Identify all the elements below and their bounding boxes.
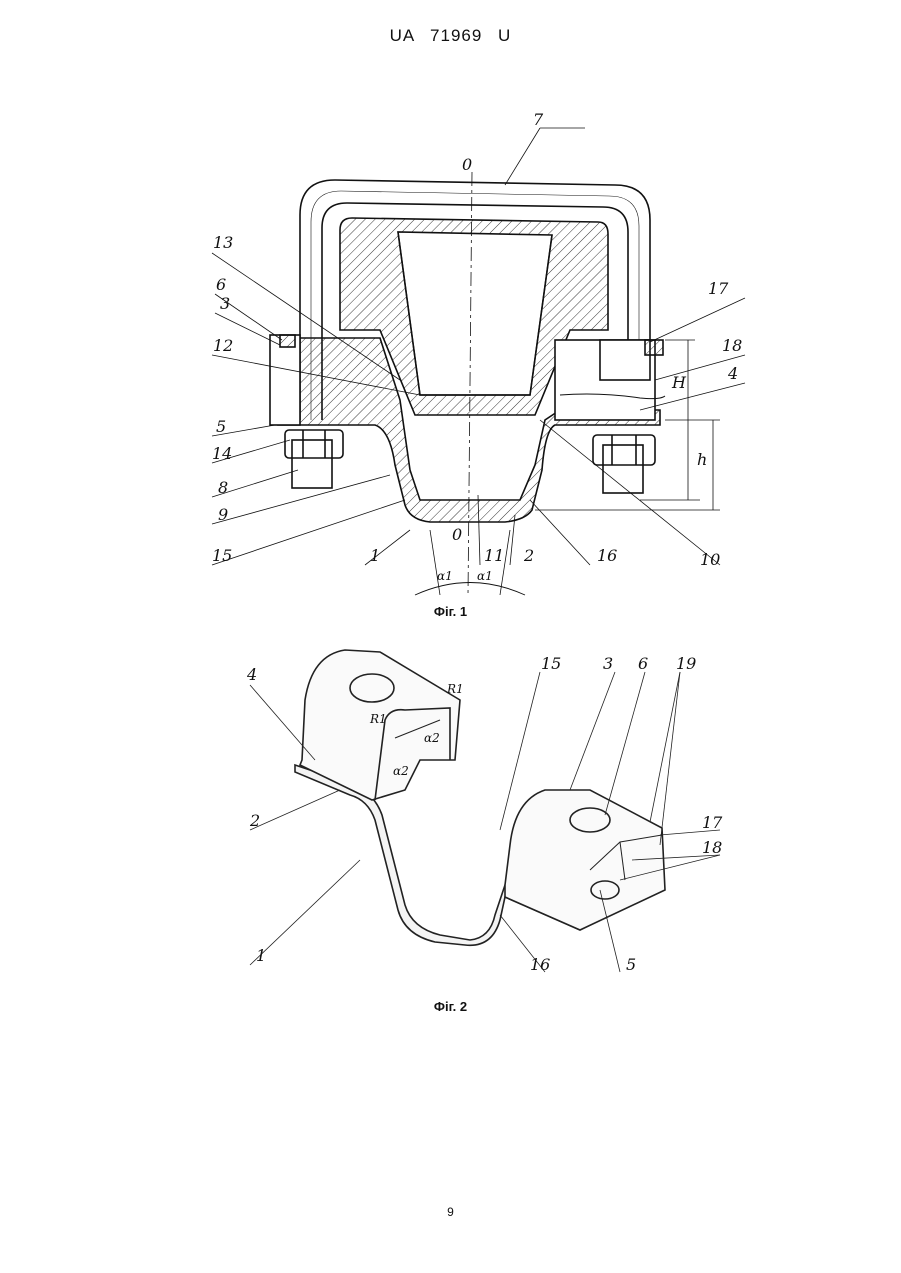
fig1-label-6: 6 bbox=[216, 275, 226, 294]
fig2-label-2: 2 bbox=[249, 811, 260, 830]
fig2-label-17: 17 bbox=[702, 813, 723, 832]
fig1-label-18: 18 bbox=[722, 336, 742, 355]
fig1-label-15: 15 bbox=[212, 546, 232, 565]
fig2-label-alpha2-top: α2 bbox=[424, 731, 440, 745]
fig1-label-alpha1-left: α1 bbox=[437, 569, 453, 583]
fig1-label-2: 2 bbox=[523, 546, 534, 565]
fig1-label-12: 12 bbox=[213, 336, 233, 355]
figure-1-drawing: 7 0 13 6 3 12 5 14 8 9 15 1 0 11 2 16 10… bbox=[0, 100, 901, 600]
figure-2-drawing: 4 2 1 R1 R1 α2 α2 15 3 6 19 17 18 5 16 bbox=[0, 640, 901, 1000]
fig1-label-H: H bbox=[671, 373, 687, 392]
fig1-label-3: 3 bbox=[220, 294, 230, 313]
fig2-label-16: 16 bbox=[530, 955, 550, 974]
fig2-label-3: 3 bbox=[603, 654, 613, 673]
fig1-label-1: 1 bbox=[370, 546, 380, 565]
fig1-label-16: 16 bbox=[597, 546, 617, 565]
fig1-label-0-top: 0 bbox=[462, 155, 472, 174]
fig1-label-alpha1-right: α1 bbox=[477, 569, 493, 583]
fig2-label-19: 19 bbox=[676, 654, 696, 673]
figure-2-svg: 4 2 1 R1 R1 α2 α2 15 3 6 19 17 18 5 16 bbox=[0, 640, 901, 1000]
figure-2-caption: Фіг. 2 bbox=[0, 999, 901, 1014]
page-number: 9 bbox=[0, 1205, 901, 1219]
fig1-label-10: 10 bbox=[700, 550, 720, 569]
figure-1-svg: 7 0 13 6 3 12 5 14 8 9 15 1 0 11 2 16 10… bbox=[0, 100, 901, 600]
fig2-label-15: 15 bbox=[541, 654, 561, 673]
fig2-label-4: 4 bbox=[246, 665, 257, 684]
fig2-label-6: 6 bbox=[638, 654, 648, 673]
fig2-label-R1-left: R1 bbox=[369, 712, 387, 726]
fig1-label-4: 4 bbox=[727, 364, 738, 383]
fig1-label-11: 11 bbox=[484, 546, 504, 565]
fig1-label-13: 13 bbox=[213, 233, 233, 252]
fig1-label-8: 8 bbox=[218, 478, 228, 497]
fig2-label-5: 5 bbox=[626, 955, 636, 974]
fig2-label-alpha2-bottom: α2 bbox=[393, 764, 409, 778]
patent-number-header: UA 71969 U bbox=[0, 26, 901, 46]
right-lug bbox=[505, 790, 665, 930]
fig2-label-R1-top: R1 bbox=[446, 682, 464, 696]
fig1-label-14: 14 bbox=[212, 444, 232, 463]
figure-1-caption: Фіг. 1 bbox=[0, 604, 901, 619]
fig2-label-1: 1 bbox=[256, 946, 266, 965]
fig2-label-18: 18 bbox=[702, 838, 722, 857]
fig1-label-h: h bbox=[697, 450, 707, 469]
fig1-label-9: 9 bbox=[218, 505, 228, 524]
fig1-label-7: 7 bbox=[533, 110, 544, 129]
fig1-label-17: 17 bbox=[708, 279, 729, 298]
fig1-label-0-bottom: 0 bbox=[452, 525, 462, 544]
fig1-label-5: 5 bbox=[216, 417, 226, 436]
